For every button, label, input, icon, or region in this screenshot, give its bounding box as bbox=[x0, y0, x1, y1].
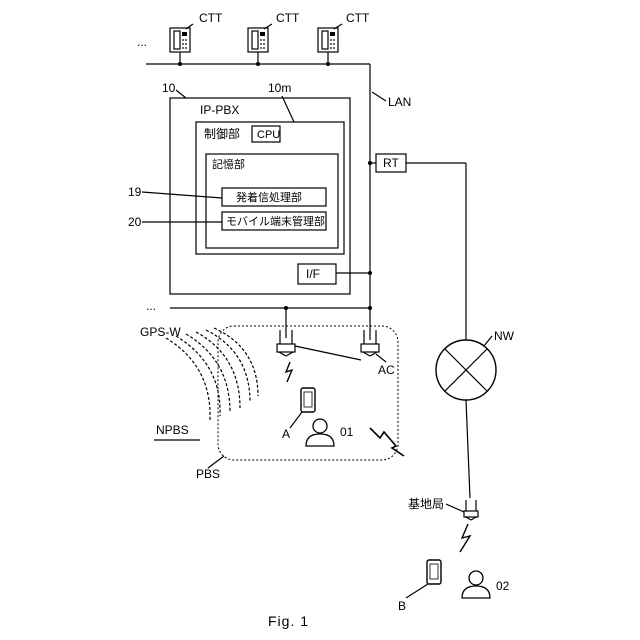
gps-signal-arcs bbox=[166, 328, 258, 420]
nw-to-base-station bbox=[466, 400, 470, 498]
mobile-terminal-a bbox=[301, 388, 315, 412]
figure-caption: Fig. 1 bbox=[268, 613, 309, 629]
ellipsis-top: ... bbox=[137, 35, 147, 49]
router-label: RT bbox=[383, 156, 399, 170]
if-label: I/F bbox=[306, 267, 320, 281]
control-label: 制御部 bbox=[204, 126, 240, 141]
ap-interlink bbox=[295, 346, 361, 360]
mobile-terminal-b bbox=[427, 560, 441, 584]
network-leader bbox=[484, 336, 492, 346]
mobile-module-label: モバイル端末管理部 bbox=[226, 214, 325, 228]
network-icon bbox=[436, 340, 496, 400]
ac-label: AC bbox=[378, 363, 395, 377]
control-ref: 10m bbox=[268, 81, 291, 95]
terminal-b-label: B bbox=[398, 599, 406, 613]
node-dot bbox=[368, 161, 372, 165]
lan-leader bbox=[372, 92, 386, 101]
node-dot bbox=[368, 306, 372, 310]
desk-phone-2 bbox=[248, 28, 268, 52]
base-station-label: 基地局 bbox=[408, 497, 444, 511]
terminal-b-leader bbox=[406, 584, 428, 598]
user-01-icon bbox=[306, 419, 334, 446]
wireless-icon bbox=[286, 362, 292, 382]
terminal-a-label: A bbox=[282, 427, 290, 441]
terminal-a-leader bbox=[290, 412, 302, 428]
ellipsis-mid: ... bbox=[146, 299, 156, 313]
desk-phone-3 bbox=[318, 28, 338, 52]
base-station-leader bbox=[446, 504, 464, 512]
ctt-label-3: CTT bbox=[346, 11, 370, 25]
call-module-label: 発着信処理部 bbox=[236, 190, 302, 204]
node-dot bbox=[368, 271, 372, 275]
call-module-ref: 19 bbox=[128, 185, 142, 199]
ac-leader bbox=[376, 354, 386, 362]
pbx-title: IP-PBX bbox=[200, 103, 239, 117]
network-label: NW bbox=[494, 329, 515, 343]
lan-label: LAN bbox=[388, 95, 411, 109]
desk-phone-1 bbox=[170, 28, 190, 52]
pbx-ref: 10 bbox=[162, 81, 176, 95]
pbx-ref-leader bbox=[176, 90, 186, 98]
storage-label: 記憶部 bbox=[212, 157, 245, 171]
cpu-label: CPU bbox=[257, 129, 280, 141]
pbs-label: PBS bbox=[196, 467, 220, 481]
npbs-label: NPBS bbox=[156, 423, 189, 437]
user-01-label: 01 bbox=[340, 425, 354, 439]
wireless-icon bbox=[460, 524, 470, 552]
mobile-module-ref: 20 bbox=[128, 215, 142, 229]
user-02-icon bbox=[462, 571, 490, 598]
ctt-label-1: CTT bbox=[199, 11, 223, 25]
ctt-label-2: CTT bbox=[276, 11, 300, 25]
gps-label: GPS-W bbox=[140, 325, 181, 339]
wireless-icon bbox=[370, 428, 404, 456]
base-station-icon bbox=[464, 500, 478, 520]
user-02-label: 02 bbox=[496, 579, 510, 593]
